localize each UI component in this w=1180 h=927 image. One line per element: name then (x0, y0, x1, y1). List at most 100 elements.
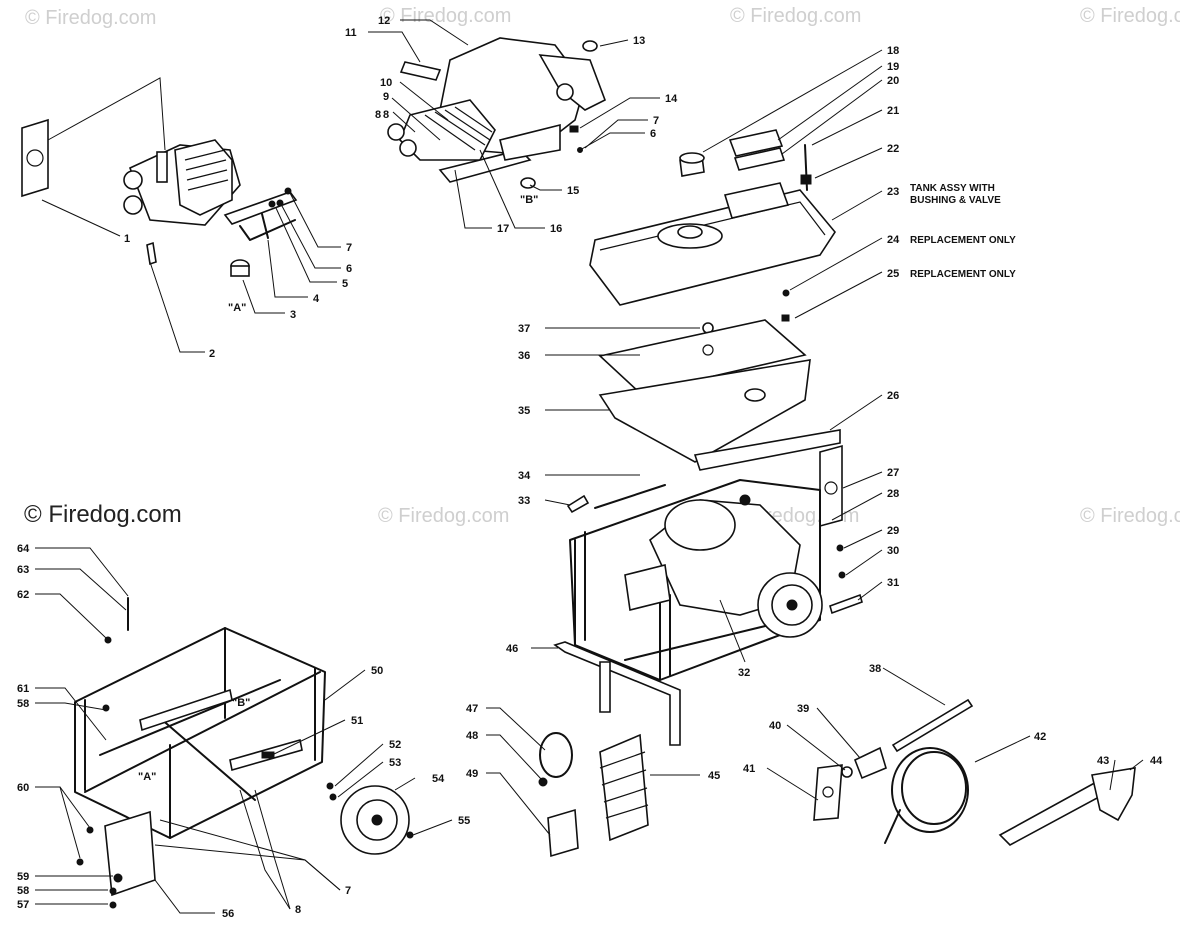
callout-label: 22 (887, 143, 899, 155)
screw-part (782, 289, 790, 297)
cord-part (539, 732, 573, 778)
cord-end (538, 777, 548, 787)
leader-lines (35, 19, 1144, 914)
callout-label: 12 (378, 15, 390, 27)
panel-part (598, 359, 811, 463)
callout-label: 26 (887, 390, 899, 402)
bolt-part (104, 636, 112, 644)
stud-part (261, 213, 269, 239)
handle-accessories (538, 641, 681, 858)
callout-label: 42 (1034, 731, 1046, 743)
plate-hole (26, 149, 44, 167)
hose-part (891, 747, 969, 833)
plate-part (399, 61, 442, 81)
callout-label: 38 (869, 663, 881, 675)
bracket-part (104, 810, 156, 897)
callout-label: 19 (887, 61, 899, 73)
nut-part (86, 826, 94, 834)
pump-boss (556, 83, 574, 101)
callout-label: 2 (209, 348, 215, 360)
callout-label: 51 (351, 715, 363, 727)
washer-part (582, 40, 598, 52)
tank-assembly (566, 129, 863, 615)
callout-label: 9 (383, 91, 389, 103)
callout-label: 21 (887, 105, 899, 117)
plate-part (819, 444, 843, 528)
grommet-part (800, 174, 812, 185)
callout-label: 25 (887, 268, 899, 280)
callout-label: 35 (518, 405, 530, 417)
nozzle-part (853, 746, 887, 780)
callout-label: 30 (887, 545, 899, 557)
pump-crank (538, 54, 607, 111)
callout-labels: 1 2 3 4 5 6 7 8 9 10 11 12 13 14 7 6 15 … (17, 15, 1163, 920)
callout-label: 40 (769, 720, 781, 732)
callout-label: 58 (17, 885, 29, 897)
handle-part (553, 641, 681, 746)
callout-label: 8 (375, 109, 381, 121)
callout-label: 10 (380, 77, 392, 89)
nut-part (569, 125, 579, 133)
rod-part (594, 484, 666, 509)
washer-part (109, 887, 117, 895)
callout-label: 24 (887, 234, 900, 246)
callout-label: 33 (518, 495, 530, 507)
callout-label: 41 (743, 763, 755, 775)
callout-label: 18 (887, 45, 899, 57)
engine-cover (624, 564, 671, 611)
callout-label: 50 (371, 665, 383, 677)
callout-label: 23 (887, 186, 899, 198)
callout-label: 16 (550, 223, 562, 235)
watermark: © Firedog.com (730, 5, 861, 27)
bracket-foot (239, 219, 296, 241)
nut-part (326, 782, 334, 790)
callout-label: 36 (518, 350, 530, 362)
callout-label: 52 (389, 739, 401, 751)
plate-part (21, 118, 49, 198)
strap-part (829, 593, 863, 615)
callout-label: 48 (466, 730, 478, 742)
callout-label: 44 (1150, 755, 1163, 767)
spray-accessories (813, 698, 1136, 846)
frame-rail (159, 717, 256, 801)
callout-label: 1 (124, 233, 130, 245)
watermark: © Firedog.com (378, 505, 509, 527)
callout-label: 37 (518, 323, 530, 335)
callout-label: 34 (518, 470, 531, 482)
bolt-part (261, 751, 275, 759)
plate-lead (47, 77, 166, 151)
callout-label: 31 (887, 577, 899, 589)
callout-label: 5 (342, 278, 348, 290)
hose-rack (599, 733, 649, 842)
callout-label: 58 (17, 698, 29, 710)
cross-member (139, 688, 233, 732)
callout-label: 3 (290, 309, 296, 321)
decal-part (547, 808, 579, 858)
callout-label: 57 (17, 899, 29, 911)
hose-end (884, 809, 901, 844)
pump-port (387, 123, 405, 141)
callout-label: 47 (466, 703, 478, 715)
frame-engine-assembly (569, 479, 823, 681)
bolt-part (109, 901, 117, 909)
heat-shield (598, 319, 807, 394)
callout-label: 59 (17, 871, 29, 883)
callout-label: 6 (346, 263, 352, 275)
marker-label: "A" (138, 771, 156, 783)
callout-label: 7 (653, 115, 659, 127)
pump-mount (499, 123, 561, 161)
isolator-body (230, 265, 250, 277)
callout-label: 62 (17, 589, 29, 601)
watermark: © Firedog.com (1080, 5, 1180, 27)
callout-label: 63 (17, 564, 29, 576)
callout-label: 56 (222, 908, 234, 920)
watermark: © Firedog.com (380, 5, 511, 27)
clip-part (566, 494, 590, 514)
washer-part (838, 571, 846, 579)
note-replacement: REPLACEMENT ONLY (910, 269, 1016, 280)
pump-bracket (223, 191, 298, 225)
fuel-tank (589, 189, 836, 306)
callout-label: 46 (506, 643, 518, 655)
callout-label: 4 (313, 293, 320, 305)
